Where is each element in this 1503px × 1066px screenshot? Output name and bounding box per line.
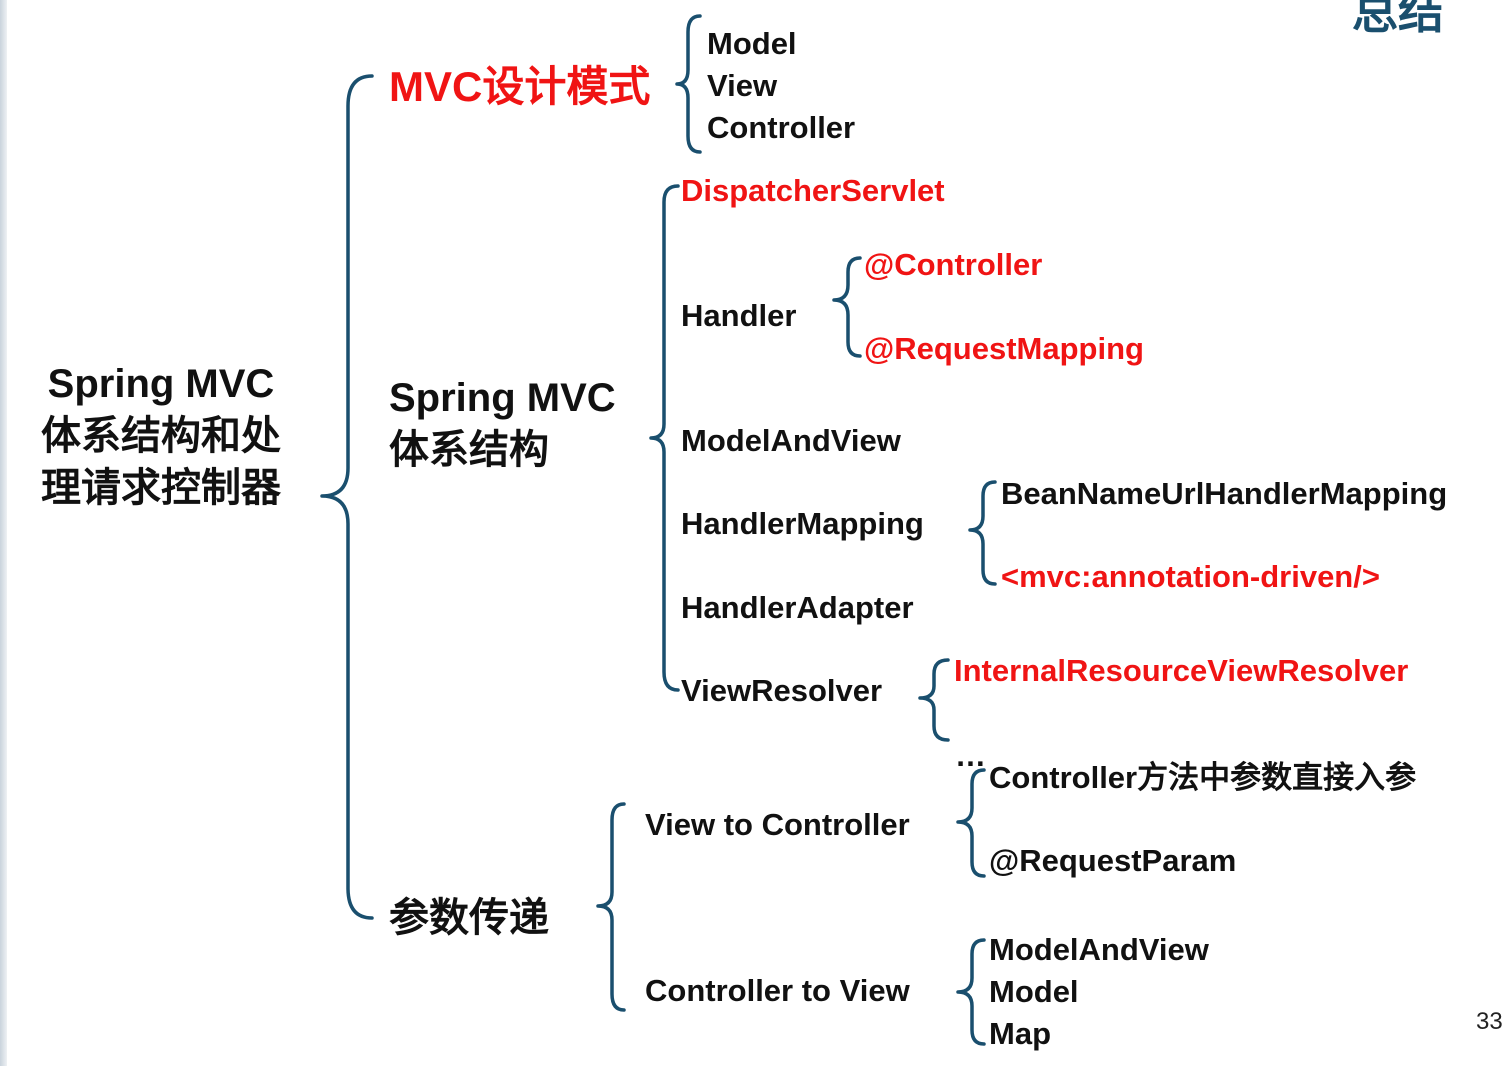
- view-resolver-item-ellipsis: …: [955, 738, 986, 773]
- model-and-view: ModelAndView: [681, 423, 901, 458]
- handler-mapping-label: HandlerMapping: [681, 506, 924, 541]
- mvc-item-view: View: [707, 68, 778, 103]
- brace-controller-to-view: [956, 938, 986, 1046]
- view-resolver-label: ViewResolver: [681, 673, 883, 708]
- page-number: 33: [1476, 1008, 1503, 1035]
- view-to-controller-item-request-param: @RequestParam: [989, 843, 1237, 878]
- handler-adapter: HandlerAdapter: [681, 590, 914, 625]
- controller-to-view-item-map: Map: [989, 1016, 1051, 1051]
- mvc-item-controller: Controller: [707, 110, 856, 145]
- params-label: 参数传递: [389, 896, 549, 940]
- handler-mapping-item-bean-name: BeanNameUrlHandlerMapping: [1001, 476, 1448, 511]
- slide-left-edge: [0, 0, 7, 1066]
- mvc-pattern-label: MVC设计模式: [389, 63, 651, 110]
- brace-params: [596, 802, 626, 1012]
- view-resolver-item-internal: InternalResourceViewResolver: [954, 653, 1409, 688]
- controller-to-view-item-model: Model: [989, 974, 1079, 1009]
- architecture-line-1: Spring MVC: [389, 376, 616, 420]
- brace-mvc: [675, 14, 702, 154]
- handler-item-request-mapping: @RequestMapping: [864, 331, 1144, 366]
- view-to-controller-label: View to Controller: [645, 807, 910, 842]
- handler-mapping-item-annotation-driven: <mvc:annotation-driven/>: [1001, 559, 1380, 594]
- handler-item-controller: @Controller: [864, 247, 1043, 282]
- brace-architecture: [649, 184, 680, 692]
- mvc-item-model: Model: [707, 26, 797, 61]
- brace-view-resolver: [918, 658, 950, 742]
- root-topic: Spring MVC 体系结构和处 理请求控制器: [30, 358, 292, 514]
- controller-to-view-item-model-and-view: ModelAndView: [989, 932, 1209, 967]
- controller-to-view-label: Controller to View: [645, 973, 910, 1008]
- root-line-3: 理请求控制器: [41, 466, 281, 510]
- root-line-2: 体系结构和处: [41, 414, 281, 458]
- slide-header-title: 总结: [1352, 0, 1444, 39]
- root-line-1: Spring MVC: [47, 362, 275, 406]
- handler-label: Handler: [681, 298, 797, 333]
- architecture-line-2: 体系结构: [389, 428, 549, 472]
- dispatcher-servlet: DispatcherServlet: [681, 173, 945, 208]
- brace-handler-mapping: [968, 480, 997, 586]
- brace-view-to-controller: [956, 768, 986, 878]
- view-to-controller-item-direct: Controller方法中参数直接入参: [989, 760, 1417, 795]
- brace-root: [320, 74, 374, 920]
- brace-handler: [832, 256, 862, 358]
- architecture-label: Spring MVC 体系结构: [389, 372, 616, 476]
